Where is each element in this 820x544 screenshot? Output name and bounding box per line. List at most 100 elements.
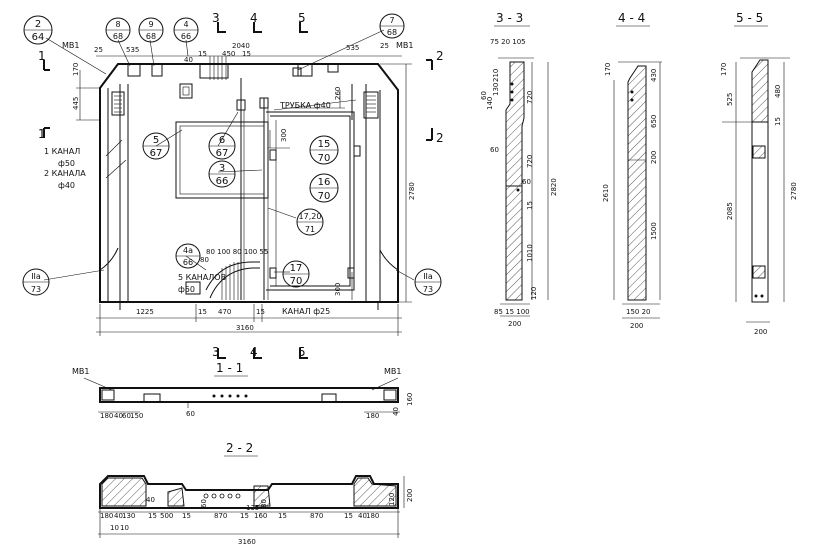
svg-text:60: 60 xyxy=(522,178,531,186)
section-3-3: 3 - 3 75 20 105 210 130 60 140 720 60 72… xyxy=(480,11,558,328)
svg-text:2: 2 xyxy=(35,19,41,30)
svg-text:МВ1: МВ1 xyxy=(396,41,413,50)
svg-text:15: 15 xyxy=(182,512,191,520)
section-1-1: 1 - 1 МВ1 МВ1 180 40 60 150 60 40 160 18… xyxy=(72,361,414,420)
svg-text:445: 445 xyxy=(72,97,80,110)
svg-text:85 15 100: 85 15 100 xyxy=(494,308,530,316)
svg-text:120: 120 xyxy=(530,287,538,300)
svg-text:200: 200 xyxy=(650,151,658,164)
svg-text:1500: 1500 xyxy=(650,222,658,240)
svg-text:135: 135 xyxy=(246,504,259,512)
svg-text:9: 9 xyxy=(148,20,153,29)
panel-outline xyxy=(99,63,399,303)
svg-text:15: 15 xyxy=(240,512,249,520)
svg-text:67: 67 xyxy=(150,148,163,159)
svg-text:70: 70 xyxy=(318,153,331,164)
callout-17-70: 17 70 xyxy=(282,260,310,288)
svg-text:4 - 4: 4 - 4 xyxy=(618,11,645,25)
callout-3-66: 3 66 xyxy=(208,160,236,188)
svg-text:130: 130 xyxy=(122,512,135,520)
svg-text:66: 66 xyxy=(181,32,191,41)
svg-text:3: 3 xyxy=(212,345,220,359)
svg-text:15: 15 xyxy=(526,201,534,210)
svg-text:80: 80 xyxy=(260,499,268,508)
svg-text:2610: 2610 xyxy=(602,184,610,202)
svg-text:4: 4 xyxy=(250,345,258,359)
section-marks: 1 1 2 2 3 4 5 3 4 5 МВ1 МВ1 xyxy=(38,11,444,359)
svg-text:535: 535 xyxy=(126,46,139,54)
svg-text:67: 67 xyxy=(216,148,229,159)
svg-text:16: 16 xyxy=(318,177,331,188)
svg-text:10: 10 xyxy=(110,524,119,532)
svg-text:200: 200 xyxy=(508,320,521,328)
svg-text:40: 40 xyxy=(392,407,400,416)
svg-text:160: 160 xyxy=(406,393,414,406)
callout-bubbles: 2 64 8 68 9 68 4 66 7 68 5 67 xyxy=(22,13,442,296)
svg-text:500: 500 xyxy=(160,512,173,520)
svg-text:68: 68 xyxy=(387,28,397,37)
svg-text:71: 71 xyxy=(305,225,315,234)
svg-text:2: 2 xyxy=(436,131,444,145)
svg-text:64: 64 xyxy=(32,32,45,43)
callout-6-67: 6 67 xyxy=(208,132,236,160)
callout-17-20-71: 17,20 71 xyxy=(296,208,324,236)
svg-text:170: 170 xyxy=(72,63,80,76)
section-2-2: 2 - 2 180 40 130 15 500 15 870 15 135 16… xyxy=(98,441,414,544)
svg-text:450: 450 xyxy=(222,50,235,58)
svg-text:5 - 5: 5 - 5 xyxy=(736,11,763,25)
svg-text:4: 4 xyxy=(250,11,258,25)
svg-text:1 - 1: 1 - 1 xyxy=(216,361,243,375)
svg-text:1: 1 xyxy=(38,127,46,141)
svg-text:160: 160 xyxy=(254,512,267,520)
svg-text:4a: 4a xyxy=(183,246,193,255)
svg-text:66: 66 xyxy=(183,258,193,267)
svg-text:IIa: IIa xyxy=(31,272,41,281)
svg-text:2 - 2: 2 - 2 xyxy=(226,441,253,455)
svg-text:2 КАНАЛА: 2 КАНАЛА xyxy=(44,169,86,178)
callout-4-66: 4 66 xyxy=(173,17,199,43)
svg-text:5: 5 xyxy=(298,345,306,359)
svg-text:2780: 2780 xyxy=(408,182,416,200)
svg-text:430: 430 xyxy=(650,69,658,82)
svg-text:720: 720 xyxy=(526,155,534,168)
svg-text:180: 180 xyxy=(100,512,113,520)
svg-text:2: 2 xyxy=(436,49,444,63)
svg-text:300: 300 xyxy=(334,283,342,296)
svg-text:60: 60 xyxy=(490,146,499,154)
svg-text:МВ1: МВ1 xyxy=(384,367,401,376)
svg-text:200: 200 xyxy=(630,322,643,330)
svg-text:1 КАНАЛ: 1 КАНАЛ xyxy=(44,147,80,156)
svg-text:68: 68 xyxy=(113,32,123,41)
svg-text:180: 180 xyxy=(366,512,379,520)
svg-text:КАНАЛ ф25: КАНАЛ ф25 xyxy=(282,307,330,316)
svg-text:8: 8 xyxy=(115,20,120,29)
svg-text:2780: 2780 xyxy=(790,182,798,200)
svg-text:60: 60 xyxy=(200,499,208,508)
svg-text:60: 60 xyxy=(186,410,195,418)
svg-text:470: 470 xyxy=(218,308,231,316)
svg-text:300: 300 xyxy=(280,129,288,142)
section-5-5: 5 - 5 170 525 480 15 2085 2780 200 xyxy=(720,11,798,336)
svg-text:480: 480 xyxy=(774,85,782,98)
svg-text:200: 200 xyxy=(406,489,414,502)
svg-text:17: 17 xyxy=(290,263,303,274)
callout-16-70: 16 70 xyxy=(309,173,339,203)
svg-text:МВ1: МВ1 xyxy=(62,41,79,50)
svg-text:66: 66 xyxy=(216,176,229,187)
svg-text:2085: 2085 xyxy=(726,202,734,220)
callout-8-68: 8 68 xyxy=(105,17,131,43)
main-annotations: 1 КАНАЛ ф50 2 КАНАЛА ф40 ТРУБКА ф40 5 КА… xyxy=(44,101,331,316)
svg-text:4: 4 xyxy=(183,20,188,29)
svg-text:ф40: ф40 xyxy=(58,181,75,190)
svg-text:60: 60 xyxy=(480,91,488,100)
svg-text:5 КАНАЛОВ: 5 КАНАЛОВ xyxy=(178,273,226,282)
svg-text:6: 6 xyxy=(219,135,225,146)
callout-5-67: 5 67 xyxy=(142,132,170,160)
svg-text:25: 25 xyxy=(380,42,389,50)
svg-text:7: 7 xyxy=(389,16,394,25)
svg-text:10: 10 xyxy=(120,524,129,532)
callout-4a-66: 4a 66 xyxy=(175,243,201,269)
svg-text:15: 15 xyxy=(278,512,287,520)
callout-2-64: 2 64 xyxy=(23,15,53,45)
svg-text:130: 130 xyxy=(492,83,500,96)
